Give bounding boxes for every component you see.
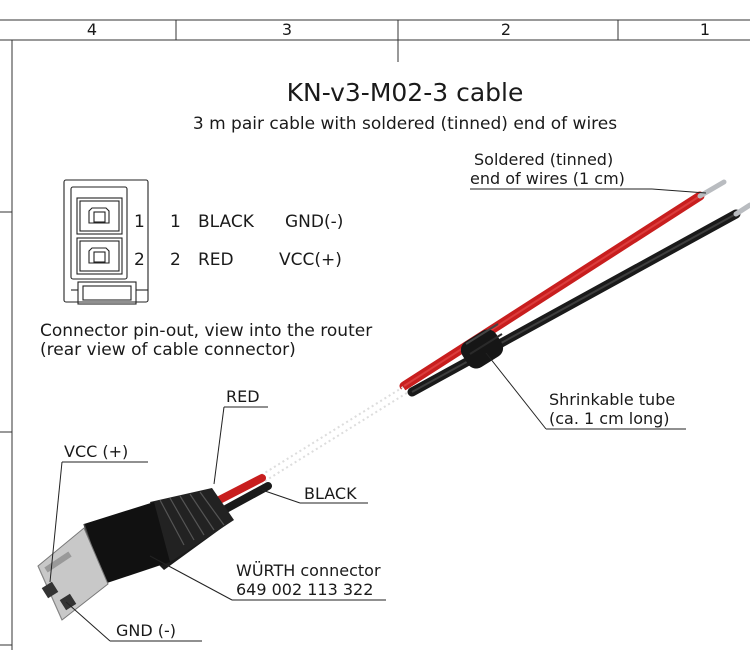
wurth-connector-icon [37, 488, 234, 621]
pinout-caption-line1: Connector pin-out, view into the router [40, 321, 373, 341]
pin-row-1-signal: GND(-) [285, 212, 344, 232]
zone-label: 2 [500, 20, 512, 39]
soldered-callout-line2: end of wires (1 cm) [470, 169, 625, 188]
zone-label: 1 [699, 20, 711, 39]
pin-number-1: 1 [134, 212, 145, 232]
vcc-callout: VCC (+) [64, 442, 129, 461]
zone-label: 3 [281, 20, 293, 39]
gnd-callout: GND (-) [116, 621, 177, 640]
drawing-subtitle: 3 m pair cable with soldered (tinned) en… [192, 114, 618, 134]
pin-row-1-color: BLACK [198, 212, 254, 232]
callout-leaders [49, 188, 707, 642]
pin-row-1-pin: 1 [170, 212, 181, 232]
zone-label: 4 [86, 20, 98, 39]
tinned-end-black [733, 202, 750, 217]
connector-callout-line2: 649 002 113 322 [236, 580, 374, 599]
pin-row-2-pin: 2 [170, 250, 181, 270]
red-wire-callout: RED [226, 387, 260, 406]
drawing-title: KN-v3-M02-3 cable [286, 78, 524, 107]
shrink-tube-callout-line1: Shrinkable tube [549, 390, 676, 409]
connector-callout-line1: WÜRTH connector [236, 561, 381, 580]
shrink-tube-callout-line2: (ca. 1 cm long) [549, 409, 670, 428]
shrink-tube-icon [460, 323, 504, 369]
tinned-end-red [697, 179, 727, 199]
pin-number-2: 2 [134, 250, 145, 270]
drawing-frame [0, 19, 750, 650]
cable-assembly [37, 179, 750, 621]
black-wire-callout: BLACK [304, 484, 357, 503]
pinout-caption-line2: (rear view of cable connector) [40, 340, 296, 360]
pinout-connector-face [63, 179, 149, 305]
pin-row-2-color: RED [198, 250, 234, 270]
pin-row-2-signal: VCC(+) [279, 250, 342, 270]
soldered-callout-line1: Soldered (tinned) [474, 150, 614, 169]
